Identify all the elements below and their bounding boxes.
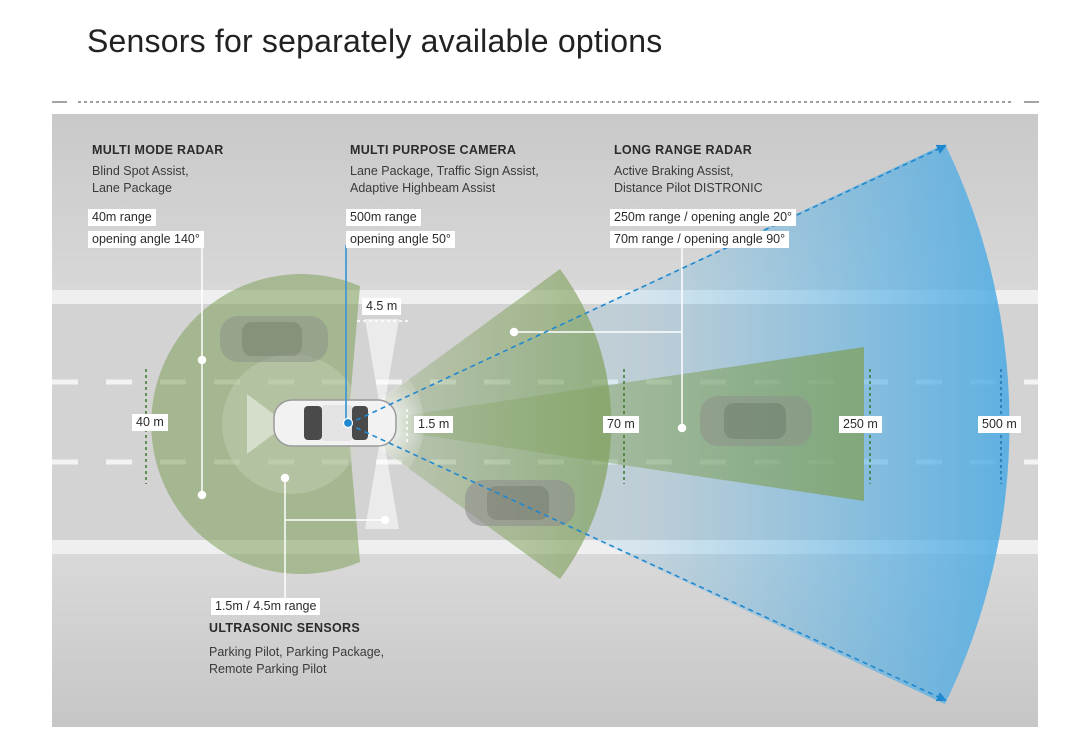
long-range-radar-heading: LONG RANGE RADAR [614,143,753,157]
camera-arrow-top [347,144,947,425]
distance-marker-40m: 40 m [132,414,168,431]
ego-car-icon [273,399,397,447]
long-range-radar-250m-label: 250m range / opening angle 20° [610,209,797,226]
ultrasonic-range-label: 1.5m / 4.5m range [211,598,321,615]
other-car-icon [220,316,328,362]
sensor-diagram: MULTI MODE RADAR Blind Spot Assist, Lane… [52,114,1038,727]
page-title: Sensors for separately available options [87,23,663,60]
ultrasonic-sensors-function: Remote Parking Pilot [209,662,327,676]
multi-purpose-camera-angle-label: opening angle 50° [346,231,455,248]
ultrasonic-sensors-heading: ULTRASONIC SENSORS [209,621,361,635]
multi-purpose-camera-heading: MULTI PURPOSE CAMERA [350,143,517,157]
camera-sensor-dot [342,417,354,429]
other-car-icon [700,396,812,446]
long-range-radar-function: Active Braking Assist, [614,164,734,178]
multi-purpose-camera-range-label: 500m range [346,209,421,226]
long-range-radar-70m-label: 70m range / opening angle 90° [610,231,790,248]
ultrasonic-side-top [365,319,399,419]
multi-mode-radar-function: Lane Package [92,181,172,195]
ultrasonic-sensors-function: Parking Pilot, Parking Package, [209,645,385,659]
distance-marker-250m: 250 m [839,416,882,433]
multi-mode-radar-heading: MULTI MODE RADAR [92,143,224,157]
dashed-rule [52,101,1039,103]
ultrasonic-side-bottom [365,429,399,529]
multi-mode-radar-range-label: 40m range [88,209,156,226]
multi-purpose-camera-function: Lane Package, Traffic Sign Assist, [350,164,539,178]
multi-mode-radar-function: Blind Spot Assist, [92,164,189,178]
camera-arrow-bottom [347,423,947,702]
distance-marker-4-5m: 4.5 m [362,298,402,315]
distance-marker-500m: 500 m [978,416,1021,433]
distance-marker-70m: 70 m [603,416,639,433]
distance-marker-1-5m: 1.5 m [414,416,454,433]
diagram-graphics [52,114,1038,727]
long-range-radar-function: Distance Pilot DISTRONIC [614,181,763,195]
ultrasonic-rear [247,394,287,454]
multi-purpose-camera-function: Adaptive Highbeam Assist [350,181,496,195]
multi-mode-radar-angle-label: opening angle 140° [88,231,204,248]
